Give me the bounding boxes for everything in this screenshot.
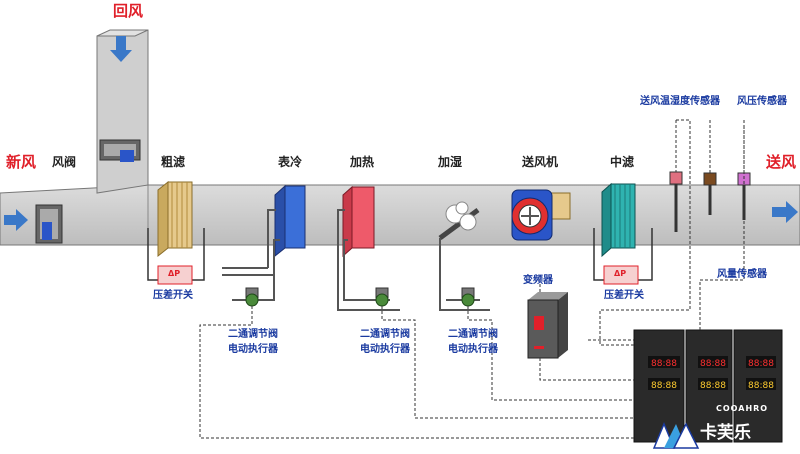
supply-fan xyxy=(511,189,571,241)
valve-2-label-line2: 电动执行器 xyxy=(360,344,410,355)
pressure-switch-1 xyxy=(147,228,205,285)
coarse-filter xyxy=(157,180,193,258)
surface-cooler-label: 表冷 xyxy=(278,155,303,169)
vfd-box xyxy=(527,292,568,359)
fresh-air-arrow xyxy=(4,209,28,231)
damper-label: 风阀 xyxy=(52,155,77,169)
controller-1: 88:88 88:88 xyxy=(633,329,685,443)
heating-coil xyxy=(337,185,375,280)
svg-text:88:88: 88:88 xyxy=(748,381,774,391)
main-duct xyxy=(0,184,800,246)
pressure-switch-2-label: 压差开关 xyxy=(604,290,644,301)
valve-assembly-2 xyxy=(337,278,400,311)
air-volume-sensor-label: 风量传感器 xyxy=(717,269,767,280)
pressure-switch-1-label: 压差开关 xyxy=(153,290,193,301)
pressure-switch-1-tag: ΔP xyxy=(168,269,181,278)
svg-text:88:88: 88:88 xyxy=(748,359,774,369)
supply-air-label: 送风 xyxy=(766,153,797,171)
svg-text:88:88: 88:88 xyxy=(700,381,726,391)
air-pressure-sensor-label: 风压传感器 xyxy=(737,96,787,107)
fresh-air-label: 新风 xyxy=(6,153,37,171)
supply-air-arrow xyxy=(772,201,798,223)
valve-3-label-line2: 电动执行器 xyxy=(448,344,498,355)
svg-text:88:88: 88:88 xyxy=(651,359,677,369)
medium-filter xyxy=(601,182,636,258)
humidifier xyxy=(438,201,480,288)
medium-filter-label: 中滤 xyxy=(610,155,635,169)
valve-assembly-3 xyxy=(439,287,490,311)
supply-temp-sensor xyxy=(669,171,683,232)
vfd-label: 变频器 xyxy=(523,275,553,286)
cooling-coil xyxy=(267,184,306,275)
humidity-sensor xyxy=(703,172,717,215)
valve-3-label-line1: 二通调节阀 xyxy=(448,329,498,340)
supply-temp-humidity-sensor-label: 送风温湿度传感器 xyxy=(640,96,720,107)
controller-2: 88:88 88:88 xyxy=(685,329,733,443)
heater-label: 加热 xyxy=(350,155,375,169)
fresh-air-damper xyxy=(35,204,63,244)
signal-wiring xyxy=(199,119,745,439)
valve-1-label-line1: 二通调节阀 xyxy=(228,329,278,340)
fan-label: 送风机 xyxy=(522,155,559,169)
valve-1-label-line2: 电动执行器 xyxy=(228,344,278,355)
return-damper xyxy=(99,139,141,162)
controller-3: 88:88 88:88 xyxy=(733,329,783,443)
return-air-arrow xyxy=(110,36,132,62)
pressure-switch-2 xyxy=(593,228,653,285)
brand-logo-mark xyxy=(652,422,700,449)
pressure-switch-2-tag: ΔP xyxy=(614,269,627,278)
valve-assembly-1 xyxy=(222,267,275,307)
svg-text:88:88: 88:88 xyxy=(651,381,677,391)
coarse-filter-label: 粗滤 xyxy=(161,155,186,169)
brand-name: 卡芙乐 xyxy=(700,423,751,443)
svg-text:88:88: 88:88 xyxy=(700,359,726,369)
brand-name-en: COOAHRO xyxy=(716,404,769,413)
humidifier-label: 加湿 xyxy=(438,155,463,169)
return-air-label: 回风 xyxy=(113,2,144,20)
valve-2-label-line1: 二通调节阀 xyxy=(360,329,410,340)
